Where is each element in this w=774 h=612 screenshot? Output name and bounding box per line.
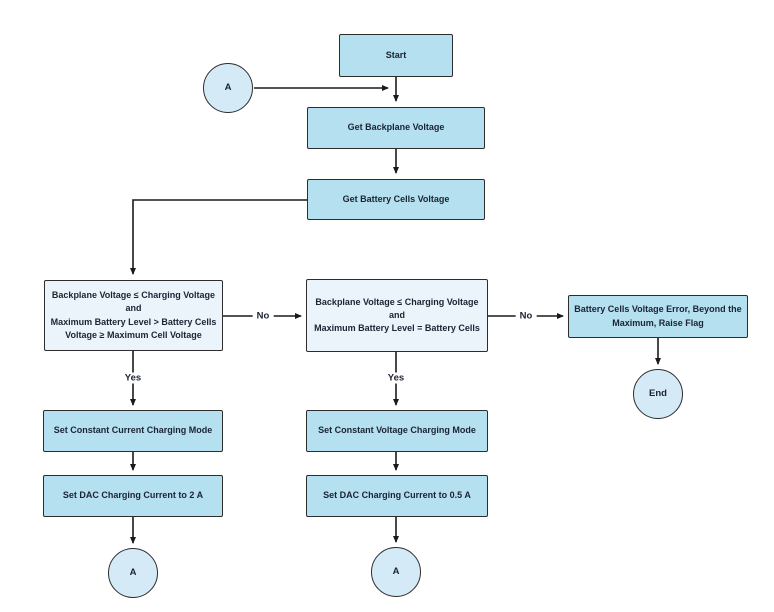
edge-label-no-2: No [515,310,537,322]
edge-battery-to-decision-cc [130,199,307,275]
node-connector-a-bottom-middle: A [371,547,421,597]
node-decision-constant-voltage: Backplane Voltage ≤ Charging Voltage and… [306,279,488,352]
node-set-dac-current-05a: Set DAC Charging Current to 0.5 A [306,475,488,517]
node-start: Start [339,34,453,77]
node-decision-constant-current: Backplane Voltage ≤ Charging Voltage and… [44,280,223,351]
node-get-battery-cells-voltage: Get Battery Cells Voltage [307,179,485,220]
node-get-backplane-voltage: Get Backplane Voltage [307,107,485,149]
node-set-dac-current-2a: Set DAC Charging Current to 2 A [43,475,223,517]
edge-label-no-1: No [252,310,274,322]
node-set-constant-current-mode: Set Constant Current Charging Mode [43,410,223,452]
node-connector-a-bottom-left: A [108,548,158,598]
edge-label-yes-1: Yes [120,372,146,384]
edge-label-yes-2: Yes [383,372,409,384]
node-connector-a-top: A [203,63,253,113]
node-end: End [633,369,683,419]
node-error-flag: Battery Cells Voltage Error, Beyond the … [568,295,748,338]
node-set-constant-voltage-mode: Set Constant Voltage Charging Mode [306,410,488,452]
